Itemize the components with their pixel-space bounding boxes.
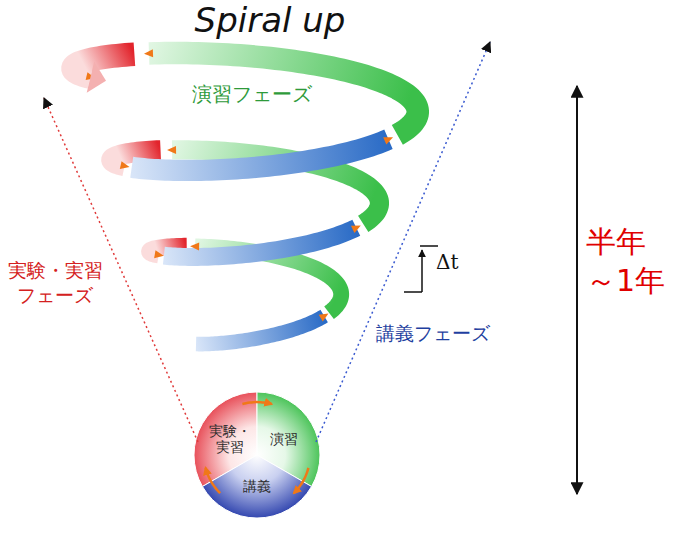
cycle-sector: 演習: [194, 392, 320, 518]
spiral-band: [164, 228, 356, 257]
phase-label: 実験・実習 フェーズ: [2, 258, 108, 307]
spiral-band: [73, 54, 134, 77]
diagram-title: Spiral up: [0, 0, 540, 41]
spiral-bands: [73, 49, 418, 344]
flow-arrow: [144, 49, 153, 57]
sector-shape: [194, 392, 320, 518]
flow-arrow: [167, 146, 176, 154]
sector-label: 実験・実習: [208, 423, 251, 455]
flow-arrow: [120, 161, 130, 171]
duration-label: 半年 ～1年: [586, 222, 674, 300]
flow-arrow: [319, 310, 331, 321]
sector-fill: [202, 455, 311, 518]
phase-label: 講義フェーズ: [376, 322, 490, 345]
sector-label: 講義: [243, 478, 271, 494]
sector-label: 演習: [270, 431, 298, 447]
spiral-band: [132, 139, 389, 170]
spiral-head: [87, 62, 110, 97]
spiral-band: [196, 316, 324, 344]
flow-arrow: [190, 242, 199, 250]
cycle-sector: 実験・実習: [194, 392, 320, 518]
flow-arrow: [383, 134, 394, 145]
cycle-sector: 講義: [194, 392, 320, 518]
flow-arrow: [351, 222, 363, 233]
sector-shape: [194, 392, 320, 518]
sector-shape: [194, 392, 320, 518]
spiral-band: [149, 53, 418, 135]
delta-label: Δt: [436, 250, 458, 274]
span-arrow: [576, 86, 578, 494]
delta-arrow: [421, 250, 423, 292]
delta-tick: [404, 291, 422, 293]
delta-tick: [420, 245, 438, 247]
flow-arrow: [154, 250, 164, 259]
phase-label: 演習フェーズ: [192, 82, 312, 106]
